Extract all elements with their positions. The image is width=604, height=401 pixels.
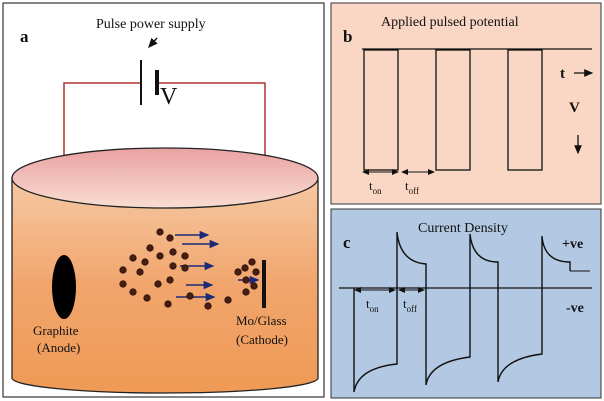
pulse-3 <box>507 49 543 171</box>
time-axis-label: t <box>560 66 565 82</box>
voltage-symbol: V <box>160 84 178 110</box>
current-waveform <box>353 231 571 393</box>
power-pointer-arrow <box>148 37 158 49</box>
beaker-body <box>11 177 319 394</box>
pulse-2 <box>435 49 471 171</box>
beaker-top <box>11 147 319 209</box>
panel-a-letter: a <box>20 27 29 46</box>
panel-b-title: Applied pulsed potential <box>381 15 519 30</box>
power-supply-label: Pulse power supply <box>96 17 206 32</box>
cathode-label-1: Mo/Glass <box>236 313 287 328</box>
panel-c-letter: c <box>343 233 351 252</box>
anode-electrode <box>52 255 76 319</box>
cathode-electrode <box>262 260 266 308</box>
panel-c: c Current Density +ve -ve ton toff <box>330 208 602 399</box>
ton-label: ton <box>369 178 382 196</box>
panel-a: a Pulse power supply V <box>2 2 325 398</box>
anode-label-2: (Anode) <box>37 340 80 355</box>
ion-particles <box>119 228 260 310</box>
cathode-label-2: (Cathode) <box>236 332 288 347</box>
negative-label: -ve <box>566 301 584 316</box>
toff-label: toff <box>405 178 419 196</box>
panel-b-letter: b <box>343 27 352 46</box>
c-ton-label: ton <box>366 296 379 314</box>
positive-label: +ve <box>562 237 583 252</box>
panel-b-frame <box>330 2 602 205</box>
voltage-axis-label: V <box>569 100 580 116</box>
panel-c-frame <box>330 208 602 399</box>
anode-label-1: Graphite <box>33 323 79 338</box>
c-toff-label: toff <box>403 296 417 314</box>
panel-b: b Applied pulsed potential t V ton toff <box>330 2 602 205</box>
panel-c-title: Current Density <box>418 221 508 236</box>
